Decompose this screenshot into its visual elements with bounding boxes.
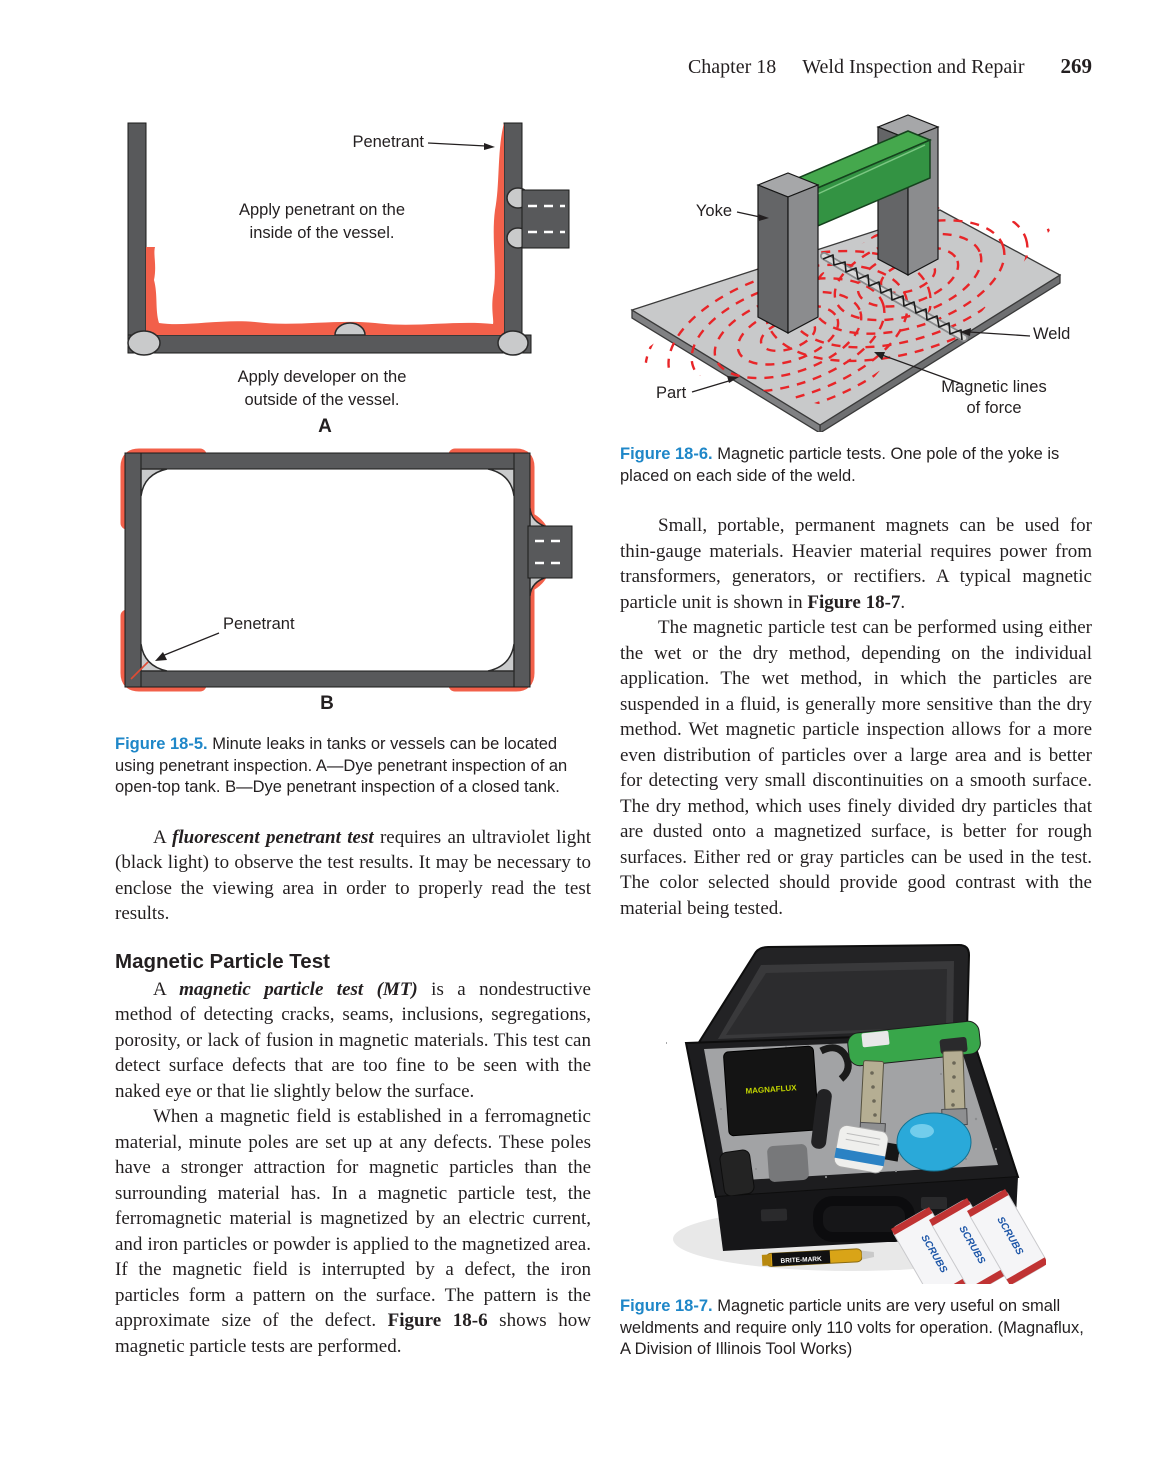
heading-magnetic-particle-test: Magnetic Particle Test [115, 949, 330, 973]
field-lines-callout-1: Magnetic lines [941, 378, 1046, 396]
para-fluorescent-rest: requires an ultraviolet light (black lig… [115, 826, 591, 925]
magnaflux-box-label: MAGNAFLUX [745, 1083, 797, 1096]
strap [811, 1089, 832, 1149]
yoke-gun-legs [859, 1050, 966, 1126]
figure-18-5-diagram-b: Penetrant B [120, 448, 573, 714]
para-mt1-lead: A [153, 978, 180, 1000]
figure-18-7-photo: MAGNAFLUX [666, 939, 1092, 1284]
part-arrowhead [727, 376, 739, 383]
pipe-b [527, 525, 573, 579]
field-lines-arrow [881, 354, 963, 385]
note-inside-2: inside of the vessel. [250, 224, 395, 242]
figure-18-7-caption: Figure 18-7. Magnetic particle units are… [620, 1296, 1092, 1361]
figure-18-5-caption-text: Minute leaks in tanks or vessels can be … [115, 735, 568, 796]
yoke-arrowhead [758, 214, 769, 221]
leak-crack [130, 661, 149, 680]
note-inside-1: Apply penetrant on the [239, 201, 405, 219]
pipe-a [521, 189, 570, 249]
chapter-title: Weld Inspection and Repair [802, 56, 1025, 78]
magnaflux-kit-photo: MAGNAFLUX [666, 943, 1046, 1284]
para-portable-magnets: Small, portable, permanent magnets can b… [620, 513, 1092, 615]
para-fluorescent-term: fluorescent penetrant test [172, 826, 374, 848]
part-arrow [691, 379, 733, 393]
wipe-packets: SCRUBS SCRUBS SCRUBS [891, 1189, 1046, 1284]
case-lid [694, 943, 971, 1057]
para-fluorescent: A fluorescent penetrant test requires an… [115, 825, 591, 927]
penetrant-callout-b: Penetrant [223, 615, 295, 633]
yoke-leg-left [756, 172, 820, 334]
yoke-callout: Yoke [696, 202, 732, 220]
field-lines-arrowhead [874, 352, 885, 360]
panel-label-a: A [318, 416, 332, 437]
foam-cutout [767, 1144, 809, 1182]
figure-18-6-caption-label: Figure 18-6. [620, 445, 713, 463]
weld-fillets-a [127, 187, 530, 356]
figure-18-5-diagram-a: Penetrant Apply penetrant on the inside … [127, 122, 570, 437]
para-magnets-part1: Small, portable, permanent magnets can b… [620, 515, 1092, 613]
weld-callout: Weld [1033, 325, 1070, 343]
penetrant-arrowhead-a [484, 143, 495, 150]
figure-18-7-caption-text: Magnetic particle units are very useful … [620, 1297, 1084, 1358]
marker-label: BRITE-MARK [780, 1256, 822, 1265]
figure-18-6-caption-text: Magnetic particle tests. One pole of the… [620, 445, 1060, 485]
leg-screws [870, 1061, 956, 1117]
yoke-arrow [736, 211, 761, 218]
figure-18-7-caption-label: Figure 18-7. [620, 1297, 713, 1315]
test-part-plate [630, 209, 1062, 432]
figure-18-5-caption-label: Figure 18-5. [115, 735, 208, 753]
power-cable [819, 1044, 852, 1082]
penetrant-arrow-a [427, 142, 487, 147]
penetrant-layer-b [120, 448, 549, 692]
penetrant-arrowhead-b [155, 652, 167, 661]
accessory-item [719, 1149, 755, 1197]
magnaflux-box: MAGNAFLUX [723, 1045, 820, 1137]
running-head: Chapter 18 Weld Inspection and Repair 269 [0, 54, 1092, 79]
weld-arrow [968, 331, 1031, 337]
yoke-gun [847, 1020, 981, 1142]
field-lines-callout-2: of force [966, 399, 1021, 417]
para-mt2-part1: When a magnetic field is established in … [115, 1106, 591, 1331]
figure-18-6-diagram: Yoke Weld Part Magnetic lines of force [630, 114, 1070, 432]
para-mt-definition: A magnetic particle test (MT) is a nonde… [115, 977, 591, 1105]
panel-label-b: B [320, 693, 334, 714]
marker-pen: BRITE-MARK [761, 1248, 875, 1267]
note-outside-1: Apply developer on the [238, 368, 407, 386]
figure-18-5-caption: Figure 18-5. Minute leaks in tanks or ve… [115, 734, 591, 799]
para-magnets-part2: . [900, 591, 906, 613]
page-number: 269 [1060, 54, 1093, 78]
part-callout: Part [656, 384, 687, 402]
para-mt1-term: magnetic particle test (MT) [179, 978, 418, 1000]
weld-arrowhead [960, 328, 971, 336]
para-fluorescent-lead: A [153, 826, 173, 848]
penetrant-callout-a: Penetrant [352, 133, 424, 151]
figure-18-6-caption: Figure 18-6. Magnetic particle tests. On… [620, 444, 1092, 487]
para-mt2-part2: shows how magnetic particle tests are pe… [115, 1310, 591, 1357]
right-column: Yoke Weld Part Magnetic lines of force F… [620, 0, 1092, 1361]
applicator-bulb [896, 1112, 972, 1172]
para-mt2-figref: Figure 18-6 [387, 1310, 488, 1331]
chapter-label: Chapter 18 [687, 56, 777, 78]
note-outside-2: outside of the vessel. [244, 391, 399, 409]
penetrant-arrow-b [161, 632, 220, 657]
para-mt1-rest: is a nondestructive method of detecting … [115, 978, 591, 1102]
vessel-walls-b [124, 452, 531, 688]
weld-fillets-b [140, 468, 548, 672]
para-mt-field: When a magnetic field is established in … [115, 1104, 591, 1359]
para-wet-dry-methods: The magnetic particle test can be perfor… [620, 617, 1092, 919]
para-magnets-figref: Figure 18-7 [807, 591, 901, 613]
weld-bead [820, 252, 968, 342]
left-column: Penetrant Apply penetrant on the inside … [115, 0, 591, 1359]
powder-bottle [833, 1124, 909, 1174]
